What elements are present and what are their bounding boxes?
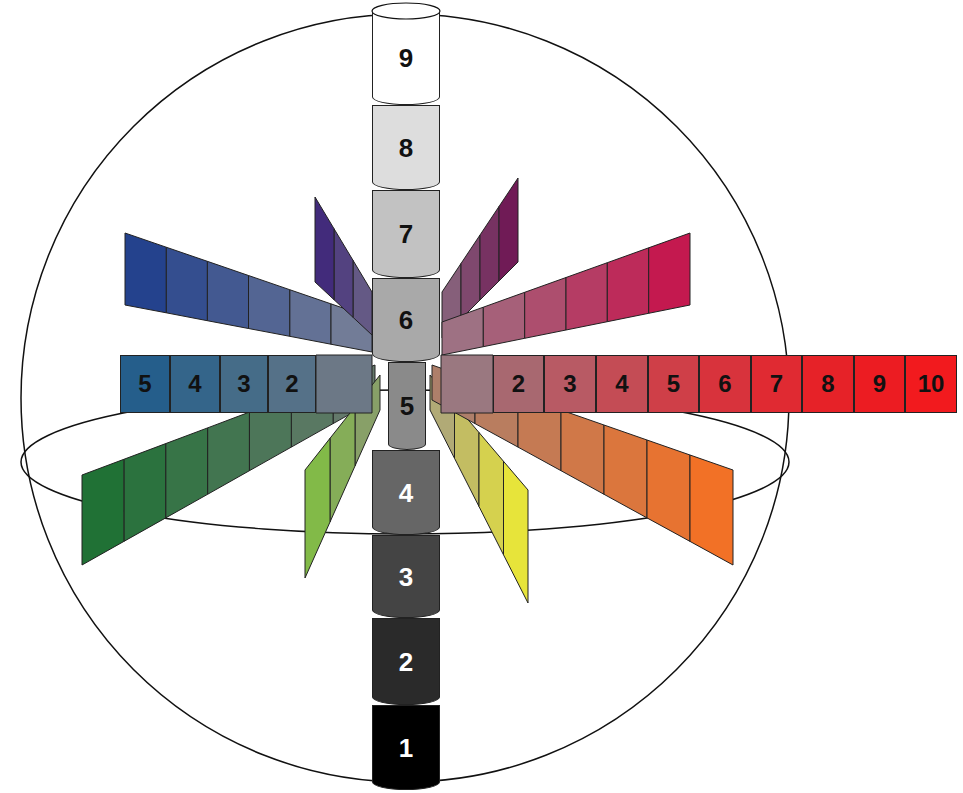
red-purple-hue-leaf <box>461 235 480 319</box>
green-hue-leaf <box>124 444 166 542</box>
red-purple-hue-leaf <box>499 178 518 281</box>
chroma-number: 10 <box>918 372 945 396</box>
chroma-cell: 2 <box>268 355 316 413</box>
value-step: 3 <box>372 535 440 618</box>
chroma-number: 5 <box>138 372 151 396</box>
chroma-number: 7 <box>770 372 783 396</box>
chroma-cell: 3 <box>220 355 268 413</box>
red-purple-hue-leaf <box>480 207 499 301</box>
sphere-outline <box>21 14 789 782</box>
chroma-number: 2 <box>512 372 525 396</box>
pink-hue-leaf <box>649 233 690 313</box>
value-number: 8 <box>399 135 413 161</box>
chroma-cell: 4 <box>596 355 648 413</box>
chroma-number: 2 <box>285 372 298 396</box>
value-number: 3 <box>399 564 413 590</box>
chroma-number: 5 <box>667 372 680 396</box>
chroma-cell: 3 <box>544 355 596 413</box>
chroma-cell: 4 <box>170 355 220 413</box>
pink-hue-leaf <box>607 248 648 322</box>
pink-hue-leaf <box>442 307 483 355</box>
blue-hue-leaf <box>249 276 290 337</box>
value-number: 6 <box>399 307 413 333</box>
purple-hue-leaf <box>315 197 334 300</box>
orange-hue-leaf <box>690 455 733 565</box>
chroma-number: 4 <box>188 372 201 396</box>
orange-hue-leaf <box>604 425 647 518</box>
value-step: 1 <box>372 705 440 790</box>
blue-hue-leaf <box>207 261 248 328</box>
chroma-cell: 8 <box>802 355 854 413</box>
blue-hue-leaf <box>166 247 207 321</box>
chroma-number: 8 <box>821 372 834 396</box>
value-step: 7 <box>372 190 440 278</box>
value-step: 4 <box>372 450 440 535</box>
value-number: 7 <box>399 221 413 247</box>
value-number: 2 <box>399 649 413 675</box>
chroma-cell: 5 <box>648 355 699 413</box>
chroma-cell: 7 <box>751 355 802 413</box>
cylinder-cap <box>372 3 440 19</box>
orange-hue-leaf <box>647 440 690 541</box>
purple-hue-leaf <box>334 229 353 318</box>
chroma-cell: 9 <box>854 355 905 413</box>
value-step: 5 <box>388 362 426 450</box>
yellow-hue-leaf <box>479 433 504 555</box>
green-hue-leaf <box>166 428 208 518</box>
orange-hue-leaf <box>561 410 604 494</box>
green-hue-leaf <box>82 459 124 565</box>
pink-hue-leaf <box>483 292 524 346</box>
chroma-number: 4 <box>615 372 628 396</box>
chroma-cell: 6 <box>699 355 751 413</box>
value-number: 4 <box>399 480 413 506</box>
purple-hue-leaf <box>353 260 372 335</box>
yellow-hue-leaf <box>504 461 529 603</box>
yellow-green-hue-leaf <box>305 438 330 578</box>
chroma-number: 6 <box>718 372 731 396</box>
blue-hue-leaf <box>290 290 331 345</box>
chroma-cell <box>441 355 493 413</box>
value-step: 6 <box>372 278 440 362</box>
pink-hue-leaf <box>566 263 607 330</box>
chroma-number: 3 <box>563 372 576 396</box>
value-step: 8 <box>372 105 440 190</box>
chroma-cell: 2 <box>493 355 544 413</box>
value-step: 9 <box>372 10 440 105</box>
chroma-number: 3 <box>237 372 250 396</box>
chroma-cell: 10 <box>905 355 957 413</box>
green-hue-leaf <box>208 412 250 494</box>
chroma-number: 9 <box>873 372 886 396</box>
yellow-green-hue-leaf <box>330 407 355 522</box>
value-number: 9 <box>399 45 413 71</box>
chroma-cell: 5 <box>120 355 170 413</box>
chroma-cell <box>316 355 372 413</box>
blue-hue-leaf <box>125 233 166 313</box>
value-step: 2 <box>372 618 440 705</box>
pink-hue-leaf <box>525 278 566 339</box>
value-number: 1 <box>399 735 413 761</box>
value-number: 5 <box>400 393 414 419</box>
